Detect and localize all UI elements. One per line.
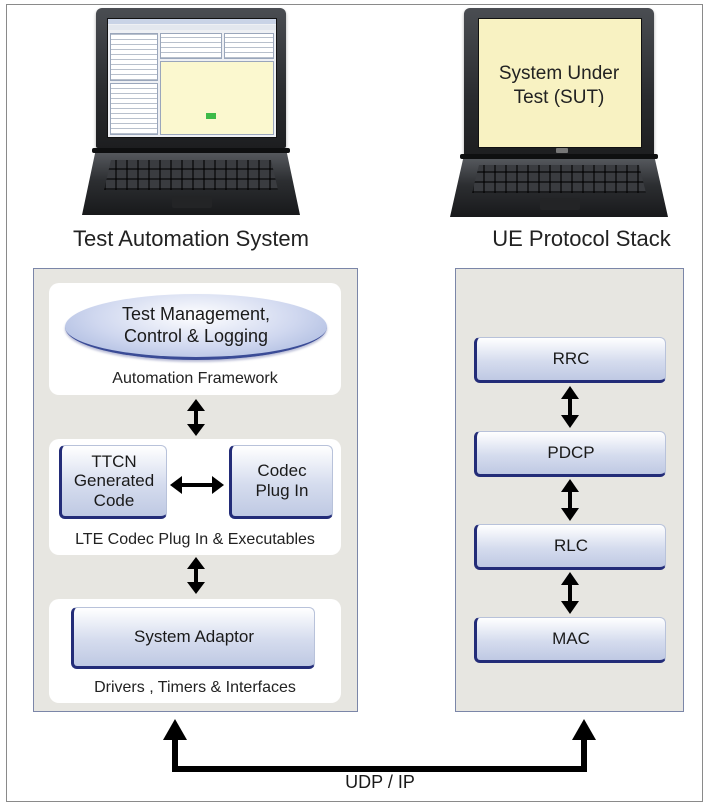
drivers-timers-label: Drivers , Timers & Interfaces	[94, 679, 296, 696]
ttcn-generated-code-box: TTCN Generated Code	[59, 445, 167, 519]
test-automation-panel: Test Management, Control & Logging Autom…	[33, 268, 358, 712]
rrc-pdcp-arrow	[561, 386, 579, 428]
sut-screen-line-1: System Under	[498, 63, 620, 84]
codec-line-2: Plug In	[255, 481, 309, 500]
automation-software-screenshot	[107, 18, 277, 138]
ttcn-line-3: Code	[93, 490, 135, 510]
udp-ip-link-arrow	[163, 719, 596, 772]
test-management-line-2: Control & Logging	[123, 325, 269, 346]
ttcn-line-2: Generated	[73, 471, 155, 491]
ttcn-codec-arrow	[170, 476, 224, 494]
codec-line-1: Codec	[257, 461, 307, 481]
codec-executables-section: TTCN Generated Code Codec Plug In LTE Co…	[49, 439, 341, 555]
pdcp-layer-box: PDCP	[474, 431, 666, 477]
system-adaptor-box: System Adaptor	[71, 607, 315, 669]
rrc-label: RRC	[552, 349, 590, 369]
mac-label: MAC	[552, 629, 590, 649]
test-automation-system-caption: Test Automation System	[73, 226, 309, 251]
pdcp-label: PDCP	[547, 443, 595, 463]
mac-layer-box: MAC	[474, 617, 666, 663]
ue-protocol-stack-laptop-illustration: System Under Test (SUT)	[444, 8, 674, 218]
test-management-ellipse	[65, 294, 327, 360]
ttcn-line-1: TTCN	[91, 451, 137, 471]
codec-plug-in-box: Codec Plug In	[229, 445, 333, 519]
rlc-label: RLC	[553, 536, 588, 556]
codec-adaptor-arrow	[187, 557, 205, 594]
pdcp-rlc-arrow	[561, 479, 579, 521]
drivers-interfaces-section: System Adaptor Drivers , Timers & Interf…	[49, 599, 341, 703]
framework-codec-arrow	[187, 399, 205, 436]
test-automation-laptop-illustration	[76, 8, 306, 218]
udp-ip-label: UDP / IP	[345, 772, 415, 792]
ue-protocol-stack-caption: UE Protocol Stack	[492, 226, 671, 251]
rlc-mac-arrow	[561, 572, 579, 614]
rrc-layer-box: RRC	[474, 337, 666, 383]
sut-screen-line-2: Test (SUT)	[513, 86, 605, 108]
system-adaptor-label: System Adaptor	[133, 627, 254, 647]
sut-screen	[478, 18, 642, 148]
automation-framework-section: Test Management, Control & Logging Autom…	[49, 283, 341, 395]
test-management-line-1: Test Management,	[121, 304, 271, 324]
lte-codec-label: LTE Codec Plug In & Executables	[75, 531, 315, 548]
automation-framework-label: Automation Framework	[112, 370, 278, 387]
rlc-layer-box: RLC	[474, 524, 666, 570]
